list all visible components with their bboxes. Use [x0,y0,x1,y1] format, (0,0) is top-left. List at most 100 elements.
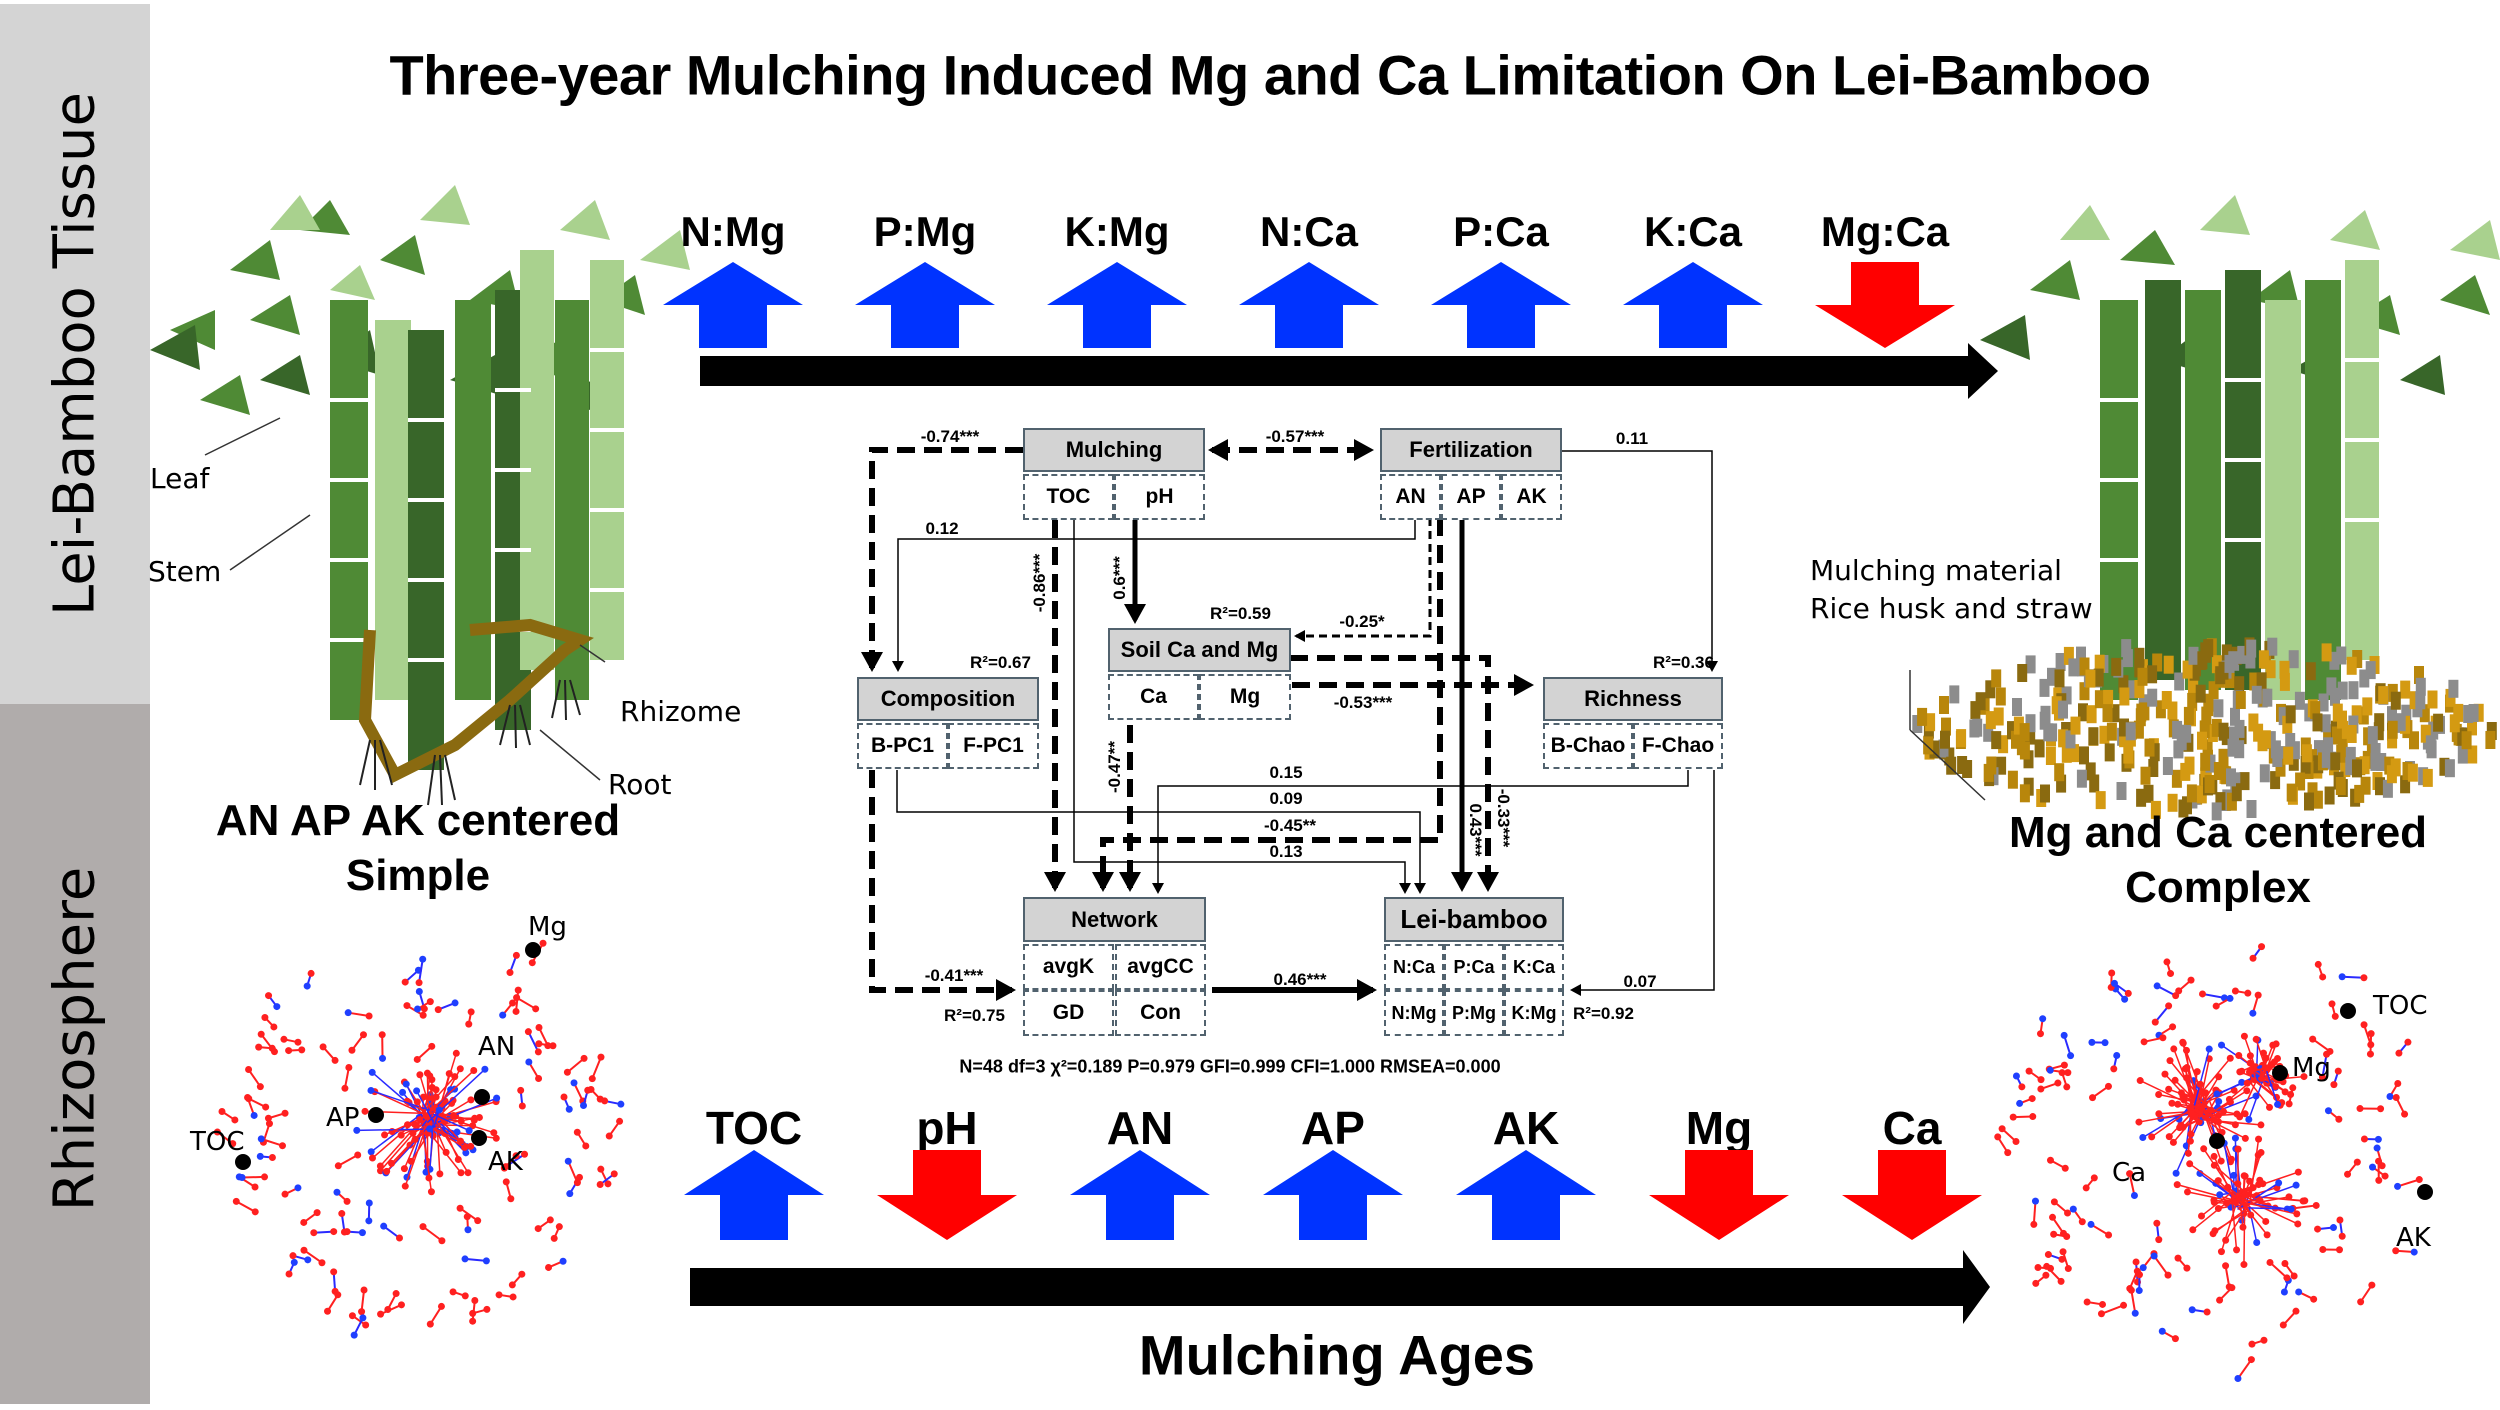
increase-arrow-icon [1047,262,1187,348]
mulch-pile [1912,637,2497,821]
tissue-ratio-label: P:Mg [873,208,977,255]
increase-arrow-icon [684,1150,824,1240]
sem-indicator-nmg: N:Mg [1384,990,1444,1036]
bottom-timeline-bar [690,1268,1965,1306]
path-fertilization-richness [1560,450,1718,672]
left-node-an [474,1089,490,1105]
path-composition-network [869,770,1016,1001]
path-fertilization-soil [1294,518,1432,642]
coef-fertilization-composition: 0.12 [925,519,959,538]
path-composition-leibamboo [896,770,1426,894]
sem-indicator-kmg: K:Mg [1504,990,1564,1036]
soil-property-label: AN [1106,1102,1174,1154]
left-node-ap [368,1107,384,1123]
sem-indicator-fpc1: F-PC1 [948,723,1039,769]
sem-indicator-fchao: F-Chao [1633,723,1723,769]
left-caption-line1: AN AP AK centered [215,796,621,845]
path-fertilization-network [1092,518,1443,892]
coef-composition-leibamboo: 0.09 [1269,789,1303,808]
coef-fertilization-soil: -0.25* [1339,612,1385,631]
increase-arrow-icon [1263,1150,1403,1240]
tissue-ratio-label: N:Mg [680,208,786,255]
sem-indicator-an: AN [1380,474,1441,520]
left-node-mg [525,942,541,958]
coef-fertilization-richness: 0.11 [1615,429,1649,448]
sem-indicator-gd: GD [1023,990,1114,1036]
sem-network-box: Network [1023,897,1206,942]
left-node-label-ak: AK [488,1147,523,1177]
left-node-ak [471,1130,487,1146]
mulching-ages-label: Mulching Ages [1138,1323,1536,1387]
sem-indicator-avgk: avgK [1023,944,1114,990]
right-caption: Mg and Ca centered Complex [2009,805,2427,915]
soil-property-label: Mg [1685,1102,1753,1154]
left-bamboo-icon [150,185,690,806]
soil-property-label: pH [916,1102,978,1154]
coef-network-leibamboo: 0.46*** [1273,970,1327,989]
sem-fertilization-box: Fertilization [1380,428,1562,472]
increase-arrow-icon [855,262,995,348]
figure-title: Three-year Mulching Induced Mg and Ca Li… [389,43,2151,107]
sem-indicator-toc: TOC [1023,474,1114,520]
coef-mulching-composition: -0.74*** [920,427,980,446]
sem-indicator-pmg: P:Mg [1444,990,1504,1036]
rhizome-annotation: Rhizome [620,695,742,728]
right-network-graph [1994,943,2433,1383]
right-bamboo-icon [1909,195,2500,821]
right-node-ca [2209,1133,2225,1149]
tissue-ratio-label: K:Mg [1064,208,1170,255]
increase-arrow-icon [1456,1150,1596,1240]
mulching-material-line1: Mulching material [1810,554,2062,587]
sem-indicator-ak: AK [1501,474,1562,520]
left-network-graph [213,939,625,1339]
decrease-arrow-icon [877,1150,1017,1240]
left-node-label-an: AN [478,1032,516,1062]
increase-arrow-icon [663,262,803,348]
sem-leibamboo-box: Lei-bamboo [1384,897,1564,942]
mulching-material-line2: Rice husk and straw [1810,591,2093,625]
sem-richness-box: Richness [1543,677,1723,721]
sem-fit-statistics: N=48 df=3 χ²=0.189 P=0.979 GFI=0.999 CFI… [959,1056,1501,1077]
right-node-label-toc: TOC [2373,991,2428,1021]
left-caption-line2: Simple [345,851,491,900]
increase-arrow-icon [1623,262,1763,348]
sem-indicator-mg: Mg [1199,674,1291,720]
soil-property-label: TOC [705,1102,803,1154]
increase-arrow-icon [1431,262,1571,348]
right-node-label-mg: Mg [2292,1053,2331,1083]
sem-network-r2: R²=0.75 [944,1006,1005,1025]
top-timeline-bar [700,356,1970,386]
sem-indicator-ph: pH [1114,474,1205,520]
sem-soil-r2: R²=0.59 [1210,604,1271,623]
increase-arrow-icon [1239,262,1379,348]
right-node-toc [2340,1003,2356,1019]
soil-property-label: AK [1492,1102,1560,1154]
sem-indicator-kca: K:Ca [1504,944,1564,990]
sem-indicator-pca: P:Ca [1444,944,1504,990]
root-annotation: Root [608,768,672,801]
tissue-ratio-label: P:Ca [1453,208,1549,255]
tissue-ratio-label: N:Ca [1259,208,1359,255]
soil-property-label: AP [1301,1102,1365,1154]
sem-indicator-ca: Ca [1108,674,1199,720]
leaf-annotation: Leaf [150,462,210,495]
tissue-ratio-label: Mg:Ca [1820,208,1950,255]
right-node-label-ca: Ca [2112,1158,2147,1188]
coef-fertilization-leibamboo: 0.43*** [1466,803,1485,857]
sem-indicator-nca: N:Ca [1384,944,1444,990]
left-node-label-ap: AP [326,1103,360,1133]
sem-composition-r2: R²=0.67 [970,653,1031,672]
coef-richness-network: 0.15 [1269,763,1303,782]
path-richness-network [1152,770,1689,894]
coef-soil-richness: -0.53*** [1333,693,1393,712]
decrease-arrow-icon [1649,1150,1789,1240]
mulching-material-annotation: Mulching material Rice husk and straw [1810,552,2093,628]
path-richness-leibamboo [1570,770,1715,996]
stem-annotation: Stem [148,555,222,588]
path-soil-leibamboo [1290,655,1499,892]
path-fertilization-composition [892,518,1416,672]
